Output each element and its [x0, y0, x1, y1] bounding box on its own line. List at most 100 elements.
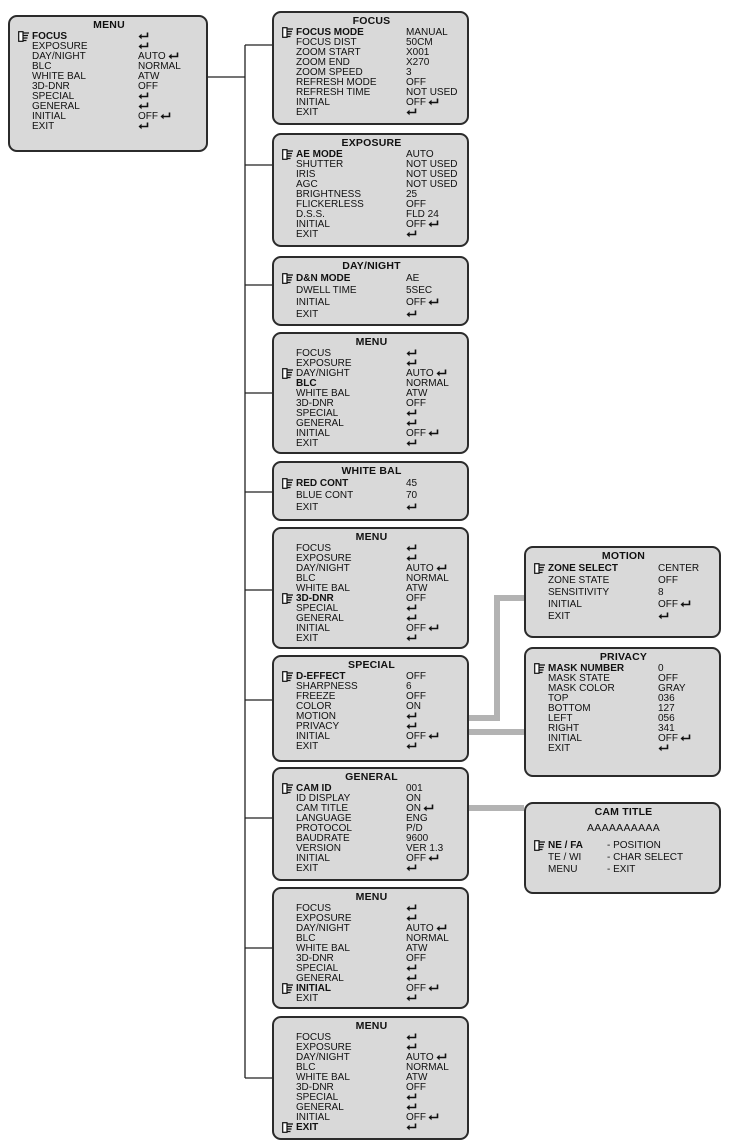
menu-item-value: OFF	[406, 200, 426, 210]
menu-item-label: INITIAL	[32, 111, 66, 122]
menu-item-value-text: MANUAL	[406, 27, 448, 38]
menu-item-label: BLC	[32, 61, 52, 72]
menu-item-value: ENG	[406, 814, 428, 824]
menu-item-value-text: NOT USED	[406, 169, 458, 180]
menu-item-value: ATW	[138, 72, 159, 82]
menu-item-value: ATW	[406, 944, 427, 954]
menu-item-label: EXIT	[296, 633, 319, 644]
menu-item-value: NORMAL	[406, 1063, 449, 1073]
menu-item-label: EXPOSURE	[296, 553, 352, 564]
menu-item-value: 6	[406, 682, 412, 692]
menu-item-value	[406, 1093, 417, 1103]
menu-item-value-text: AUTO	[138, 51, 166, 62]
menu-item-label: TOP	[548, 693, 569, 704]
menu-item: EXPOSURE	[282, 359, 461, 369]
menu-item-value: 45	[406, 478, 417, 490]
menu-item-value: ON	[406, 794, 421, 804]
menu-item: SPECIAL	[282, 1093, 461, 1103]
menu-item-label: 3D-DNR	[296, 398, 334, 409]
menu-item-value: OFF	[658, 599, 691, 611]
menu-item-value: OFF	[658, 734, 691, 744]
enter-arrow-icon	[138, 42, 149, 50]
menu-item: FOCUS	[18, 31, 200, 42]
menu-item-label: INITIAL	[296, 219, 330, 230]
menu-item-value: OFF	[406, 297, 439, 309]
enter-arrow-icon	[428, 1113, 439, 1121]
enter-arrow-icon	[658, 612, 669, 620]
enter-arrow-icon	[406, 349, 417, 357]
menu-item-label: EXPOSURE	[296, 358, 352, 369]
menu-item-value-text: OFF	[406, 1112, 426, 1123]
menu-item-label: 3D-DNR	[296, 1082, 334, 1093]
menu-item-label: EXIT	[296, 107, 319, 118]
menu-item-value-text: X270	[406, 57, 430, 68]
menu-item: EXIT	[282, 502, 461, 514]
menu-item-value: OFF	[406, 78, 426, 88]
menu-item-label: COLOR	[296, 701, 332, 712]
menu-item-value-text: AUTO	[406, 923, 434, 934]
menu-item-label: PRIVACY	[296, 721, 340, 732]
menu-item-value: 70	[406, 490, 417, 502]
enter-arrow-icon	[428, 854, 439, 862]
menu-item-value: AE	[406, 273, 419, 285]
menu-item-value: X001	[406, 48, 429, 58]
panel-title: GENERAL	[345, 771, 398, 783]
enter-arrow-icon	[160, 112, 171, 120]
menu-item-value	[658, 611, 669, 623]
menu-item-value	[138, 122, 149, 132]
menu-item-value-text: NORMAL	[406, 378, 449, 389]
menu-item-value: AUTO	[406, 564, 447, 574]
menu-item-label: FOCUS	[32, 31, 67, 42]
menu-item-label: EXIT	[296, 502, 319, 513]
menu-item-label: SPECIAL	[296, 963, 339, 974]
menu-item-label: WHITE BAL	[296, 388, 350, 399]
enter-arrow-icon	[406, 712, 417, 720]
menu-item-value: 127	[658, 704, 675, 714]
menu-item: GENERAL	[282, 974, 461, 984]
pointing-hand-icon	[282, 783, 294, 794]
menu-item-value: AUTO	[406, 1053, 447, 1063]
menu-item: EXIT	[282, 864, 461, 874]
menu-item-value: 50CM	[406, 38, 433, 48]
menu-item: EXIT	[282, 108, 461, 118]
menu-item-value-text: OFF	[658, 599, 678, 610]
menu-item-value	[658, 744, 669, 754]
menu-item-value: OFF	[406, 98, 439, 108]
menu-item-label: BRIGHTNESS	[296, 189, 362, 200]
menu-item-value: X270	[406, 58, 429, 68]
menu-item-value-text: ON	[406, 803, 421, 814]
menu-item-value-text: OFF	[406, 691, 426, 702]
menu-item-value-text: OFF	[406, 199, 426, 210]
menu-item-value-text: 3	[406, 67, 412, 78]
menu-item-value-text: 5SEC	[406, 285, 433, 296]
menu-item-value	[406, 1123, 417, 1133]
enter-arrow-icon	[436, 564, 446, 572]
menu-item-label: GENERAL	[296, 1102, 344, 1113]
menu-item-value-text: OFF	[138, 81, 158, 92]
menu-item-value	[138, 42, 149, 52]
menu-item-value-text: NOT USED	[406, 179, 458, 190]
menu-item-value: OFF	[658, 674, 678, 684]
menu-item-label: MENU	[548, 864, 578, 875]
menu-item-value	[406, 974, 417, 984]
menu-item-label: D-EFFECT	[296, 671, 346, 682]
enter-arrow-icon	[428, 298, 439, 306]
menu-item-value-text: ON	[406, 793, 421, 804]
menu-item-label: DAY/NIGHT	[296, 368, 350, 379]
